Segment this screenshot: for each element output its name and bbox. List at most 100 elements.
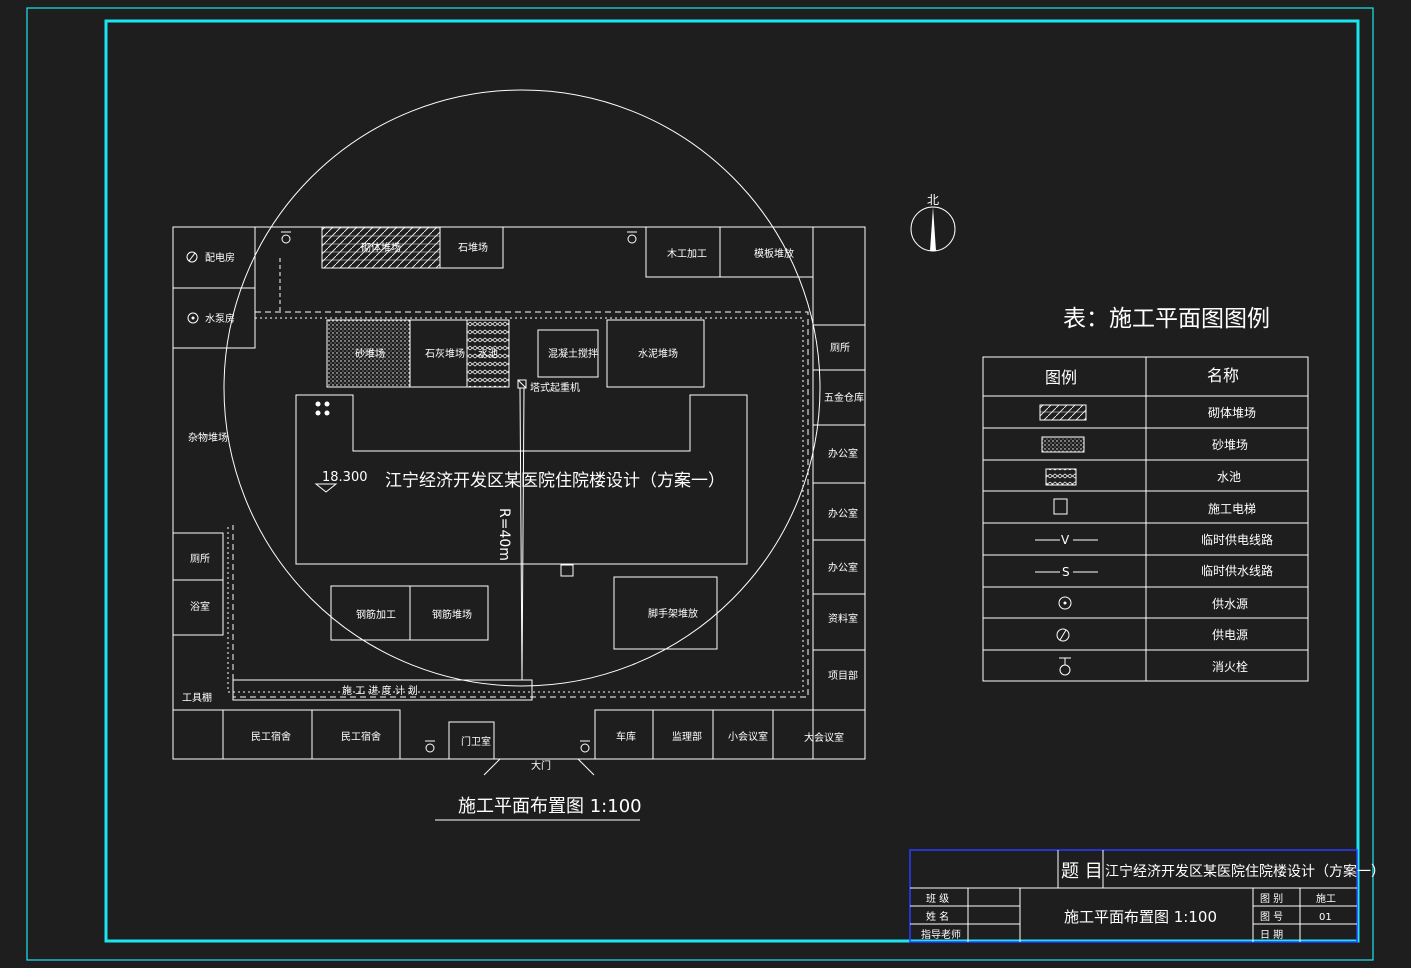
label-masonry: 砌体堆场 (361, 241, 401, 254)
label-toilet-l: 厕所 (190, 553, 210, 565)
gate (483, 758, 595, 776)
label-tool: 工具棚 (182, 691, 212, 704)
legend-name-6: 临时供水线路 (1201, 563, 1273, 578)
label-power: 配电房 (205, 251, 235, 264)
legend-name-2: 砂堆场 (1212, 438, 1248, 452)
hydrant-icon-legend (1059, 664, 1071, 676)
label-toilet-r: 厕所 (830, 342, 850, 354)
tower-crane (517, 379, 527, 389)
label-rebar-process: 钢筋加工 (356, 608, 396, 621)
label-concrete: 混凝土搅拌 (548, 347, 598, 360)
progress-board (232, 679, 533, 701)
label-form: 模板堆放 (754, 247, 794, 260)
label-pump: 水泵房 (205, 312, 235, 325)
label-crane: 塔式起重机 (530, 381, 580, 394)
label-small-meeting: 小会议室 (728, 730, 768, 743)
label-gate: 大门 (531, 759, 551, 772)
label-sand: 砂堆场 (355, 347, 385, 360)
rebar-yard (409, 585, 489, 641)
room-guard (448, 721, 495, 760)
legend-title: 表：施工平面图图例 (1063, 306, 1270, 332)
label-scaffold: 脚手架堆放 (648, 607, 698, 620)
power-source-icon-legend (1056, 628, 1070, 642)
power-source-icon (186, 251, 198, 263)
tb-category: 施工 (1316, 892, 1336, 905)
label-sundry: 杂物堆场 (188, 431, 228, 444)
title-block (909, 849, 1358, 943)
room-bath (172, 579, 224, 636)
stone-yard (439, 226, 504, 269)
label-supervision: 监理部 (672, 730, 702, 743)
label-office1: 办公室 (828, 447, 858, 460)
legend-name-9: 消火栓 (1212, 659, 1248, 674)
hydrant-icon (281, 231, 637, 753)
site-boundary (172, 226, 866, 760)
radius-label: R=40m (496, 508, 512, 561)
concrete-mix (537, 329, 599, 378)
room-pump (172, 287, 256, 349)
label-bath: 浴室 (190, 600, 210, 613)
legend-name-5: 临时供电线路 (1201, 532, 1273, 547)
legend-col-symbol: 图例 (1045, 368, 1077, 387)
legend-col-name: 名称 (1207, 366, 1239, 385)
building-title: 江宁经济开发区某医院住院楼设计（方案一） (385, 471, 725, 491)
plan-title: 施工平面布置图 1:100 (458, 796, 642, 817)
tb-number: 01 (1319, 912, 1332, 923)
label-lime: 石灰堆场 (425, 347, 465, 360)
label-dorm1: 民工宿舍 (251, 730, 291, 743)
elevation-mark (314, 483, 338, 493)
legend-name-7: 供水源 (1212, 597, 1248, 611)
scaffold-yard (613, 576, 718, 650)
label-office2: 办公室 (828, 507, 858, 520)
north-label: 北 (927, 193, 939, 207)
elevator-icon (1053, 498, 1068, 515)
tb-label-date: 日 期 (1260, 929, 1283, 941)
tb-drawing-name: 施工平面布置图 1:100 (1064, 908, 1217, 926)
label-rebar-yard: 钢筋堆场 (432, 608, 472, 621)
label-dorm2: 民工宿舍 (341, 730, 381, 743)
label-big-meeting: 大会议室 (804, 731, 844, 744)
label-data: 资料室 (828, 612, 858, 625)
outer-frame (26, 7, 1374, 961)
tb-label-title: 题 目 (1061, 861, 1103, 882)
label-wood: 木工加工 (667, 248, 707, 260)
tb-project: 江宁经济开发区某医院住院楼设计（方案一） (1105, 863, 1385, 880)
wave-icon (1045, 468, 1077, 486)
label-cement: 水泥堆场 (638, 347, 678, 360)
tb-label-teacher: 指导老师 (921, 928, 961, 941)
legend-name-8: 供电源 (1212, 628, 1248, 642)
crane-radius-circle (223, 89, 821, 687)
label-stone: 石堆场 (458, 241, 488, 254)
legend-table (982, 356, 1309, 682)
label-garage: 车库 (616, 730, 636, 743)
pool (466, 319, 510, 388)
water-source-icon-legend (1058, 596, 1072, 610)
cement-yard (606, 319, 705, 388)
main-building (295, 394, 748, 565)
legend-name-3: 水池 (1217, 470, 1241, 484)
legend-symbol-v: V (1061, 533, 1070, 547)
label-pool: 水池 (478, 347, 498, 360)
hatch-icon (1039, 404, 1087, 421)
label-office3: 办公室 (828, 561, 858, 574)
temp-lines (227, 258, 809, 698)
legend-symbol-s: S (1062, 565, 1070, 579)
legend-name-4: 施工电梯 (1208, 502, 1256, 516)
construction-elevator (560, 564, 574, 577)
label-hardware: 五金仓库 (824, 391, 864, 404)
masonry-yard (321, 226, 441, 269)
label-guard: 门卫室 (461, 735, 491, 748)
tb-label-category: 图 别 (1260, 893, 1283, 905)
elevator-mark (315, 401, 330, 416)
room-dorm2 (311, 709, 401, 760)
label-project: 项目部 (828, 669, 858, 682)
tb-label-class: 班 级 (926, 893, 949, 905)
room-big-meeting (772, 709, 866, 760)
tb-label-number: 图 号 (1260, 911, 1283, 923)
inner-frame (104, 19, 1360, 943)
water-source-icon (187, 312, 199, 324)
legend-name-1: 砌体堆场 (1208, 406, 1256, 420)
label-progress: 施 工 进 度 计 划 (342, 684, 418, 697)
tb-label-name: 姓 名 (926, 910, 949, 923)
